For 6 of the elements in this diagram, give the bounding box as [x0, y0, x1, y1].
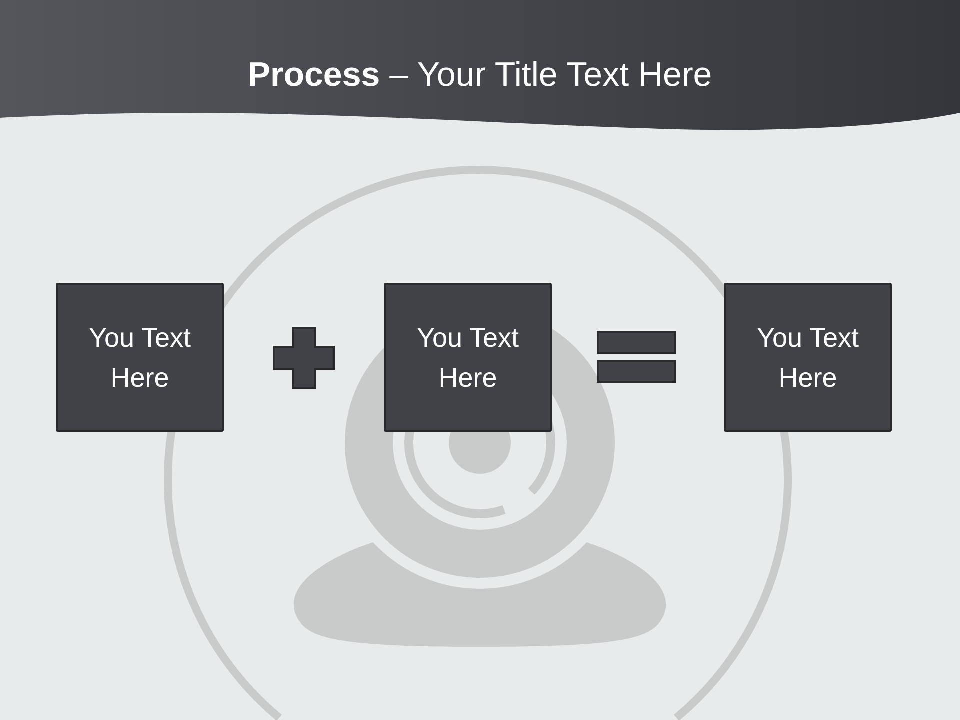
equals-sign-icon	[597, 331, 676, 383]
process-box: You Text Here	[56, 283, 224, 432]
process-box: You Text Here	[724, 283, 892, 432]
slide-title: Process – Your Title Text Here	[248, 55, 712, 96]
process-box: You Text Here	[384, 283, 552, 432]
plus-sign-icon	[273, 327, 335, 389]
